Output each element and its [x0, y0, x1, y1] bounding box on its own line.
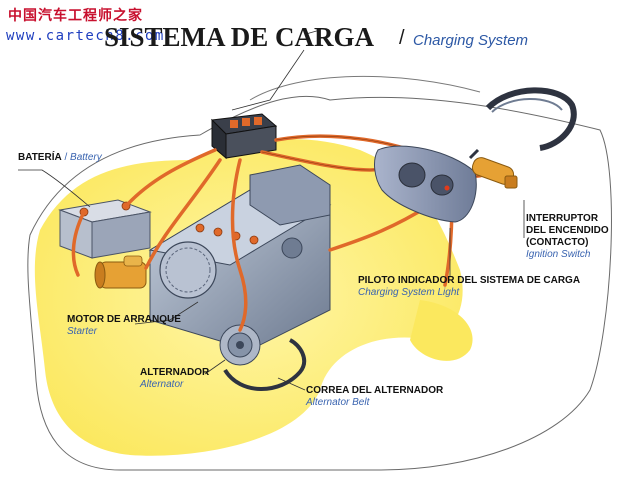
label-starter-en: Starter — [67, 326, 98, 337]
label-alternator-belt-es: CORREA DEL ALTERNADOR — [306, 385, 444, 396]
charging-warning-lamp — [444, 185, 450, 191]
label-starter: MOTOR DE ARRANQUE Starter — [67, 314, 181, 338]
label-ignition-switch-es-3: (CONTACTO) — [526, 237, 589, 248]
label-charging-light-en: Charging System Light — [358, 287, 460, 298]
label-charging-light: PILOTO INDICADOR DEL SISTEMA DE CARGA Ch… — [358, 275, 580, 299]
label-alternator-belt: CORREA DEL ALTERNADOR Alternator Belt — [306, 385, 443, 409]
label-alternator-es: ALTERNADOR — [140, 367, 210, 378]
label-battery-separator: / — [64, 152, 68, 163]
label-ignition-switch-es-2: DEL ENCENDIDO — [526, 225, 609, 236]
alternator-drawing — [219, 324, 261, 366]
label-alternator-en: Alternator — [140, 379, 184, 390]
watermark-chinese: 中国汽车工程师之家 — [8, 8, 143, 24]
label-battery-en: Battery — [70, 152, 102, 163]
title-separator: / — [399, 27, 405, 49]
alternator-belt-drawing — [223, 338, 307, 391]
diagram-title-english: Charging System — [413, 32, 529, 49]
label-battery-es: BATERÍA — [18, 152, 62, 163]
engine-drawing — [148, 164, 332, 351]
label-ignition-switch-en: Ignition Switch — [526, 249, 591, 260]
diagram-title: SISTEMA DE CARGA — [104, 22, 375, 52]
windshield-line — [249, 75, 481, 101]
label-ignition-switch: INTERRUPTOR DEL ENCENDIDO (CONTACTO) Ign… — [526, 213, 609, 261]
watermark-url: www.cartech8.com — [6, 28, 165, 44]
label-battery: BATERÍA / Battery — [18, 152, 102, 164]
engine-bay-highlight-right — [410, 300, 473, 361]
steering-column-drawing — [485, 87, 577, 151]
label-ignition-switch-es-1: INTERRUPTOR — [526, 213, 599, 224]
label-alternator: ALTERNADOR Alternator — [140, 367, 209, 391]
starter-motor-drawing — [94, 255, 147, 289]
ignition-switch-drawing — [468, 148, 518, 189]
label-charging-light-es: PILOTO INDICADOR DEL SISTEMA DE CARGA — [358, 275, 581, 286]
instrument-cluster-drawing — [374, 145, 477, 223]
label-alternator-belt-en: Alternator Belt — [306, 397, 370, 408]
leader-lines — [18, 29, 525, 391]
label-starter-es: MOTOR DE ARRANQUE — [67, 314, 181, 325]
